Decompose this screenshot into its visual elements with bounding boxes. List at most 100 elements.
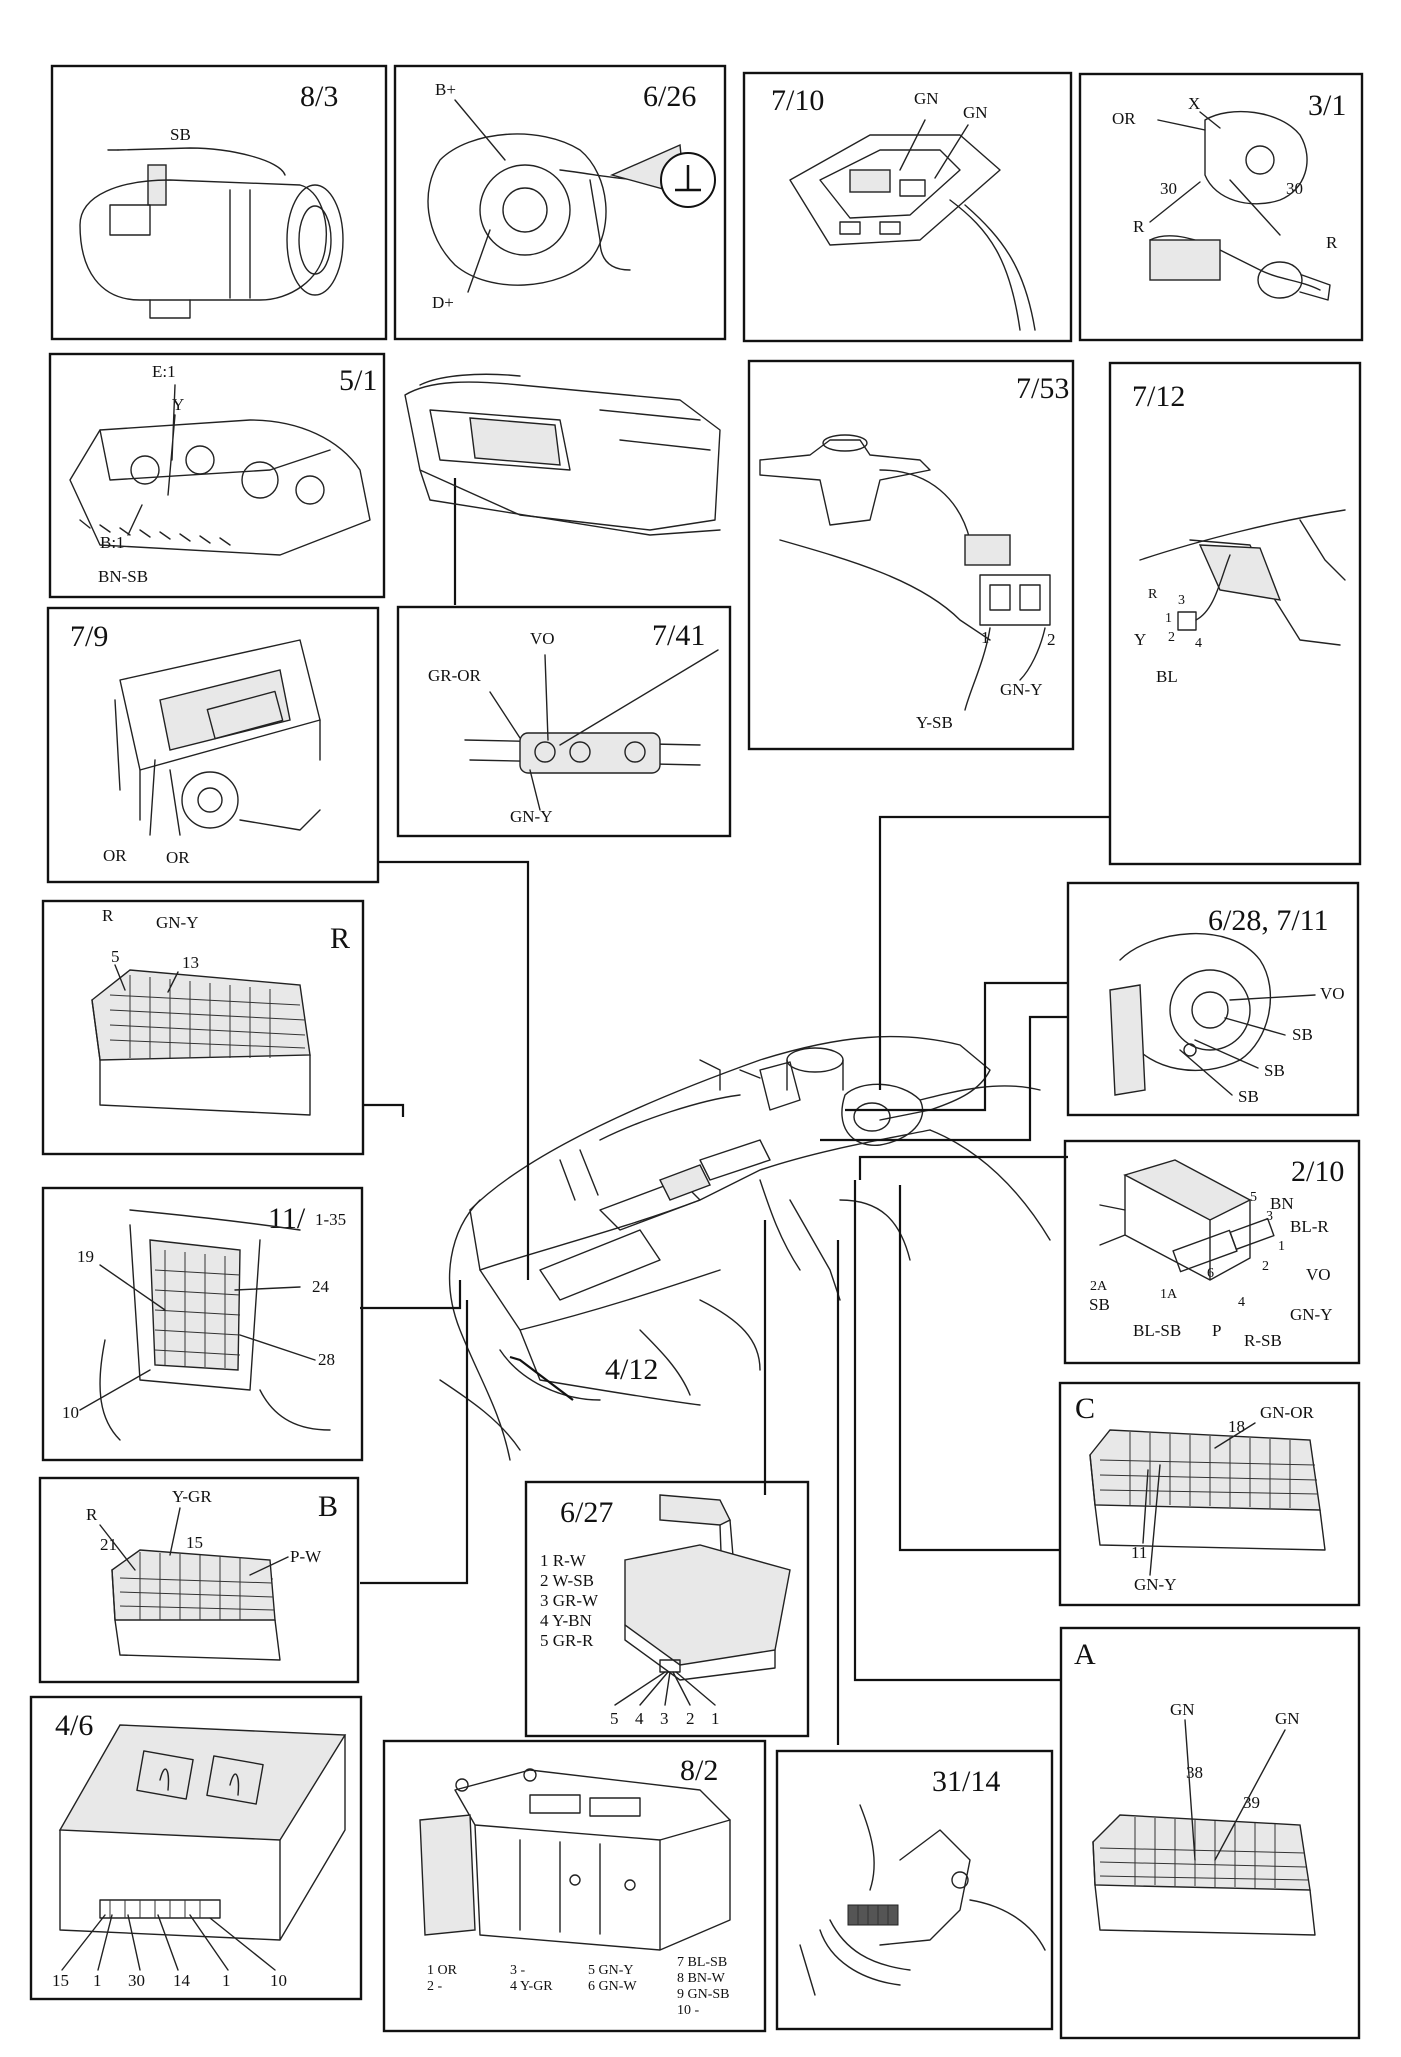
pin-label: 2 [1047,630,1056,649]
wire-label: OR [103,846,127,865]
panel-b: B Y-GR R 21 15 44 P-W [38,1476,360,1684]
panel-7-12: 7/12 R 1 3 Y 2 4 BL [1108,361,1362,866]
pin-label: 2 [686,1709,695,1728]
pin-label: 1 [1278,1239,1285,1254]
pin-label: 5 [111,947,120,966]
compressor-icon [79,147,344,319]
relay-box-icon [419,1768,731,1951]
connector-block-icon [1089,1422,1326,1576]
panel-id: 6/27 [560,1496,613,1529]
wire-label: R [102,906,114,925]
pin-label: 30 [1160,179,1177,198]
legend-item: 3 GR-W [540,1591,599,1610]
pin-label: 4 [1195,636,1202,651]
fuse-label: 28 [318,1350,335,1369]
panel-id: 8/2 [680,1754,718,1787]
wire-label: BL [1156,667,1178,686]
legend-item: 9 GN-SB [677,1987,730,2002]
wire-label: Y [1134,630,1146,649]
wire-label: VO [1320,984,1345,1003]
wire-label: GN-OR [1260,1403,1314,1422]
panel-2-10: 2/10 5 BN 3 BL-R 1 2 VO 2A SB 1A BL-SB 6… [1063,1139,1361,1365]
wire-label: OR [1112,109,1136,128]
wire-label: X [1188,94,1200,113]
panel-id: R [330,922,350,955]
console-switch-icon [789,119,1036,331]
inline-connector-icon [464,649,719,811]
pin-label: 13 [182,953,199,972]
connector-label: B:1 [100,533,125,552]
fan-motor-icon [1109,933,1316,1096]
wire-label: BN [1270,1194,1294,1213]
panel-id: 31/14 [932,1765,1000,1798]
legend-item: 5 GR-R [540,1631,594,1650]
wire-label: GN [1170,1700,1195,1719]
wire-label: GN [1275,1709,1300,1728]
panel-id: A [1074,1638,1096,1671]
wire-label: R [1148,587,1158,602]
wire-label: GN-Y [1000,680,1043,699]
panel-a: A GN GN 38 39 [1059,1626,1361,2040]
pin-label: 30 [128,1971,145,1990]
panel-id: 7/53 [1016,372,1069,405]
pin-label: 14 [173,1971,191,1990]
pin-label: 3 [1266,1209,1273,1224]
panel-8-3: 8/3 SB [50,64,388,341]
pin-label: 1A [1160,1287,1178,1302]
wire-label: SB [1264,1061,1285,1080]
panel-id: C [1075,1392,1095,1425]
wire-label: BL-R [1290,1217,1329,1236]
panel-31-14: 31/14 [775,1749,1054,2031]
wire-label: VO [530,629,555,648]
pin-label: 15 [52,1971,69,1990]
pin-label: 4 [1238,1295,1245,1310]
valve-connector-icon [759,434,1051,711]
pin-label: 1 [222,1971,231,1990]
pin-label: 21 [100,1535,117,1554]
panel-id: 6/26 [643,80,696,113]
wire-label: GN-Y [510,807,553,826]
leader-lines [360,478,1110,1745]
panel-7-9: 7/9 OR OR [46,606,380,884]
car-front-drawing [404,373,721,536]
pin-label: 18 [1228,1417,1245,1436]
panel-id: 5/1 [339,364,377,397]
pin-label: 15 [186,1533,203,1552]
wire-label: R [1133,217,1145,236]
legend-item: 8 BN-W [677,1971,726,1986]
panel-id: 4/6 [55,1709,93,1742]
pin-label: 1 [711,1709,720,1728]
panel-range: 1-35 [315,1210,346,1229]
panel-id: 7/12 [1132,380,1185,413]
throttle-switch-icon [614,1494,791,1706]
panel-id: B [318,1490,338,1523]
connector-block-icon [91,964,311,1116]
fuse-label: 10 [62,1403,79,1422]
legend-item: 4 Y-BN [540,1611,592,1630]
central-dashboard-drawing [439,1035,1051,1461]
panel-7-10: 7/10 GN GN [742,71,1073,343]
pin-label: 1 [93,1971,102,1990]
pin-label: 1 [1165,611,1172,626]
pin-label: 2 [1168,630,1175,645]
pin-label: 30 [1286,179,1303,198]
pin-label: 2A [1090,1279,1108,1294]
panel-6-27: 6/27 1 R-W 2 W-SB 3 GR-W 4 Y-BN 5 GR-R 5… [524,1480,810,1738]
legend-item: 10 - [677,2003,700,2018]
fuse-label: 19 [77,1247,94,1266]
legend-item: 2 - [427,1979,443,1994]
switch-mount-icon [1139,509,1346,646]
pin-label: 3 [660,1709,669,1728]
pin-label: 39 [1243,1793,1260,1812]
legend-item: 1 OR [427,1963,458,1978]
panel-11: 11/ 1-35 19 24 28 10 [41,1186,364,1462]
panel-3-1: 3/1 OR X 30 30 R R [1078,72,1364,342]
panel-6-26: 6/26 B+ D+ [393,64,727,341]
panel-id: 3/1 [1308,89,1346,122]
wire-label: SB [1089,1295,1110,1314]
panel-7-53: 7/53 1 2 Y-SB GN-Y [747,359,1075,751]
legend-item: 6 GN-W [588,1979,637,1994]
wire-label: R [86,1505,98,1524]
ignition-switch-icon [1149,110,1331,301]
legend-item: 2 W-SB [540,1571,594,1590]
